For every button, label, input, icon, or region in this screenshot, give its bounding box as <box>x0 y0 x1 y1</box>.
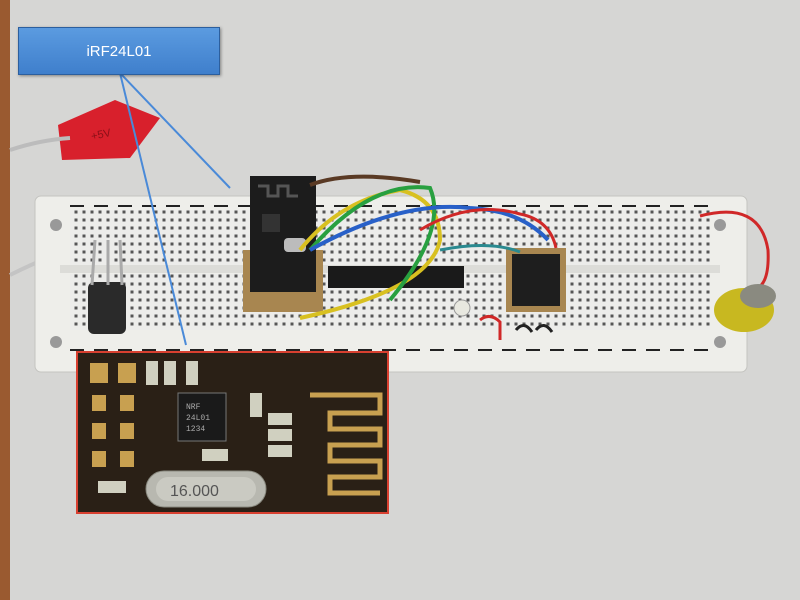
power-wire <box>9 136 71 152</box>
callout-text: iRF24L01 <box>86 42 152 60</box>
crystal-label: 16.000 <box>170 483 219 500</box>
jumper-wire <box>514 324 554 333</box>
pin-header <box>506 248 566 312</box>
table-edge <box>0 0 10 600</box>
chip-marking-line1: NRF <box>186 403 201 412</box>
module-closeup-inset: NRF 24L01 1234 16.000 <box>76 351 389 514</box>
header-pads <box>90 363 136 467</box>
callout-arrow <box>119 72 187 346</box>
voltage-tag: +5V <box>58 100 160 160</box>
microcontroller-chip <box>328 266 464 288</box>
jumper-wire <box>479 315 502 340</box>
callout-arrow <box>119 72 231 189</box>
smd-components <box>98 361 292 493</box>
led <box>453 299 471 317</box>
tag-label: +5V <box>90 127 113 143</box>
antenna-trace <box>310 392 383 496</box>
crystal: 16.000 <box>145 470 267 508</box>
jumper-wire <box>308 185 437 302</box>
jumper-wire <box>419 208 558 249</box>
jumper-wire <box>309 174 421 187</box>
jumper-wire <box>439 244 521 254</box>
voltage-regulator <box>88 239 126 334</box>
jumper-wire <box>309 204 550 252</box>
chip-marking-line2: 24L01 <box>186 414 210 423</box>
nrf24l01-module <box>243 176 323 312</box>
module-callout-label: iRF24L01 <box>18 27 220 75</box>
nrf-chip <box>177 392 227 442</box>
capacitor <box>714 284 776 332</box>
chip-marking-line3: 1234 <box>186 425 205 434</box>
